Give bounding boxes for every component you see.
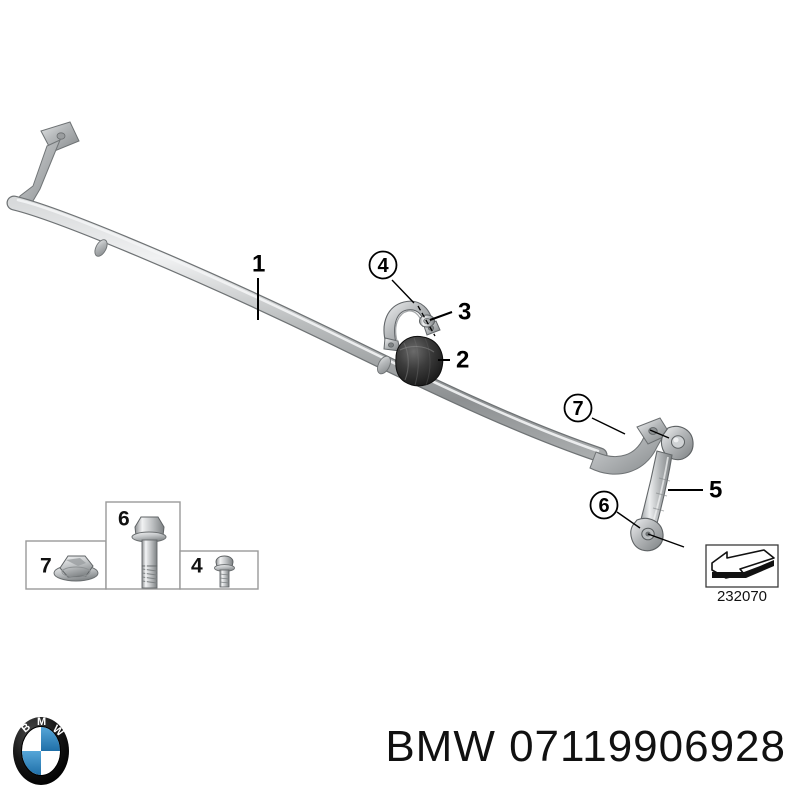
callout-1-label: 1	[252, 251, 265, 278]
bmw-roundel: B M W	[13, 716, 69, 785]
fastener-legend: 7 6	[25, 501, 259, 590]
direction-of-travel-icon: 232070	[705, 544, 779, 605]
callout-4[interactable]: 4	[368, 250, 398, 280]
callout-3[interactable]: 3	[458, 299, 471, 326]
callout-5[interactable]: 5	[709, 477, 722, 504]
callout-4-label: 4	[377, 255, 389, 277]
legend-box-6[interactable]: 6	[105, 501, 181, 590]
callout-leaders	[257, 278, 703, 529]
bushing-bracket	[383, 300, 441, 352]
link-upper-joint	[660, 425, 694, 461]
link-lower-joint	[630, 517, 664, 552]
legend-box-7-label: 7	[40, 555, 52, 578]
callout-7-ring	[563, 393, 593, 423]
hex-flange-nut-icon	[53, 555, 99, 582]
roundel-letter-m: M	[37, 716, 46, 728]
callout-4-ring	[368, 250, 398, 280]
stabilizer-bar-collars	[94, 239, 391, 375]
stabilizer-bar	[6, 121, 671, 475]
callout-5-label: 5	[709, 477, 722, 504]
legend-box-4[interactable]: 4	[179, 550, 259, 590]
callout-6-label: 6	[598, 495, 609, 517]
stabilizer-link	[630, 425, 694, 552]
callout-7-label: 7	[572, 398, 583, 420]
legend-box-4-label: 4	[191, 555, 203, 578]
legend-box-6-label: 6	[118, 508, 130, 531]
callout-3-label: 3	[458, 299, 471, 326]
hex-flange-bolt-icon	[131, 516, 167, 589]
legend-box-7[interactable]: 7	[25, 540, 107, 590]
footer: B M W BMW 07119906928	[0, 708, 800, 800]
part-number-caption: BMW 07119906928	[385, 722, 786, 771]
callout-6-ring	[589, 490, 619, 520]
callout-6[interactable]: 6	[589, 490, 619, 520]
callout-7[interactable]: 7	[563, 393, 593, 423]
figure-number: 232070	[717, 588, 767, 605]
rubber-bushing	[395, 335, 444, 387]
assembly-studs	[417, 305, 685, 548]
callout-2[interactable]: 2	[456, 347, 469, 374]
callout-2-label: 2	[456, 347, 469, 374]
small-flange-bolt-icon	[214, 555, 235, 588]
callout-1[interactable]: 1	[252, 251, 265, 278]
